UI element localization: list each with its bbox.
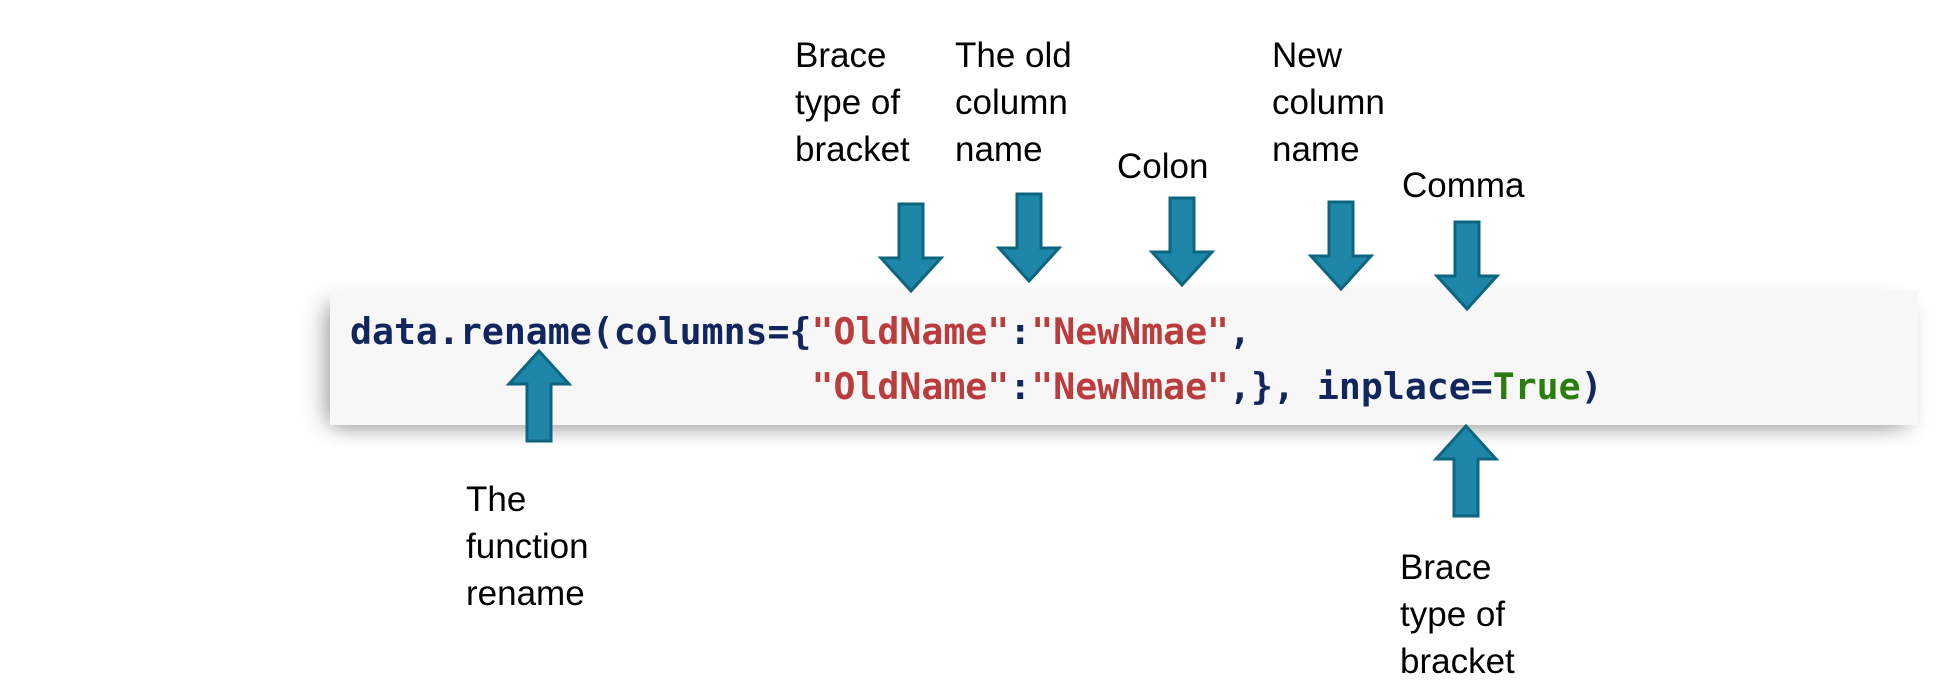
- code-line2-true: True: [1492, 365, 1581, 408]
- arrow-up-icon-brace-close: [1432, 423, 1500, 519]
- code-line1-colon: :: [1009, 310, 1032, 353]
- annotation-label-new-column-name: New column name: [1272, 36, 1385, 169]
- code-line1-newname: "NewNmae": [1031, 310, 1230, 353]
- annotation-label-function-rename: The function rename: [466, 480, 589, 613]
- code-line2-inplace: ,}, inplace=: [1229, 365, 1493, 408]
- arrow-up-icon-function-rename: [505, 348, 573, 444]
- arrow-down-icon-brace-open: [877, 202, 945, 294]
- code-text: data.rename(columns={"OldName":"NewNmae"…: [350, 304, 1603, 414]
- arrow-down-icon-old-column-name: [995, 192, 1063, 284]
- annotation-label-brace-open: Brace type of bracket: [795, 36, 910, 169]
- code-line1-oldname: "OldName": [811, 310, 1010, 353]
- code-line2-oldname: "OldName": [811, 365, 1010, 408]
- code-line2-closeparen: ): [1580, 365, 1603, 408]
- code-line1-comma: ,: [1229, 310, 1252, 353]
- code-line2-newname: "NewNmae": [1031, 365, 1230, 408]
- annotation-label-colon: Colon: [1117, 147, 1209, 186]
- code-line2-colon: :: [1009, 365, 1032, 408]
- arrow-down-icon-new-column-name: [1307, 200, 1375, 292]
- annotation-label-old-column-name: The old column name: [955, 36, 1072, 169]
- code-line1-plain1: data.rename(columns={: [350, 310, 812, 353]
- arrow-down-icon-colon: [1148, 196, 1216, 288]
- arrow-down-icon-comma: [1433, 220, 1501, 312]
- code-line2-indent: [350, 365, 811, 408]
- annotation-label-comma: Comma: [1402, 166, 1525, 205]
- annotation-label-brace-close: Brace type of bracket: [1400, 548, 1515, 681]
- code-block: data.rename(columns={"OldName":"NewNmae"…: [330, 291, 1918, 425]
